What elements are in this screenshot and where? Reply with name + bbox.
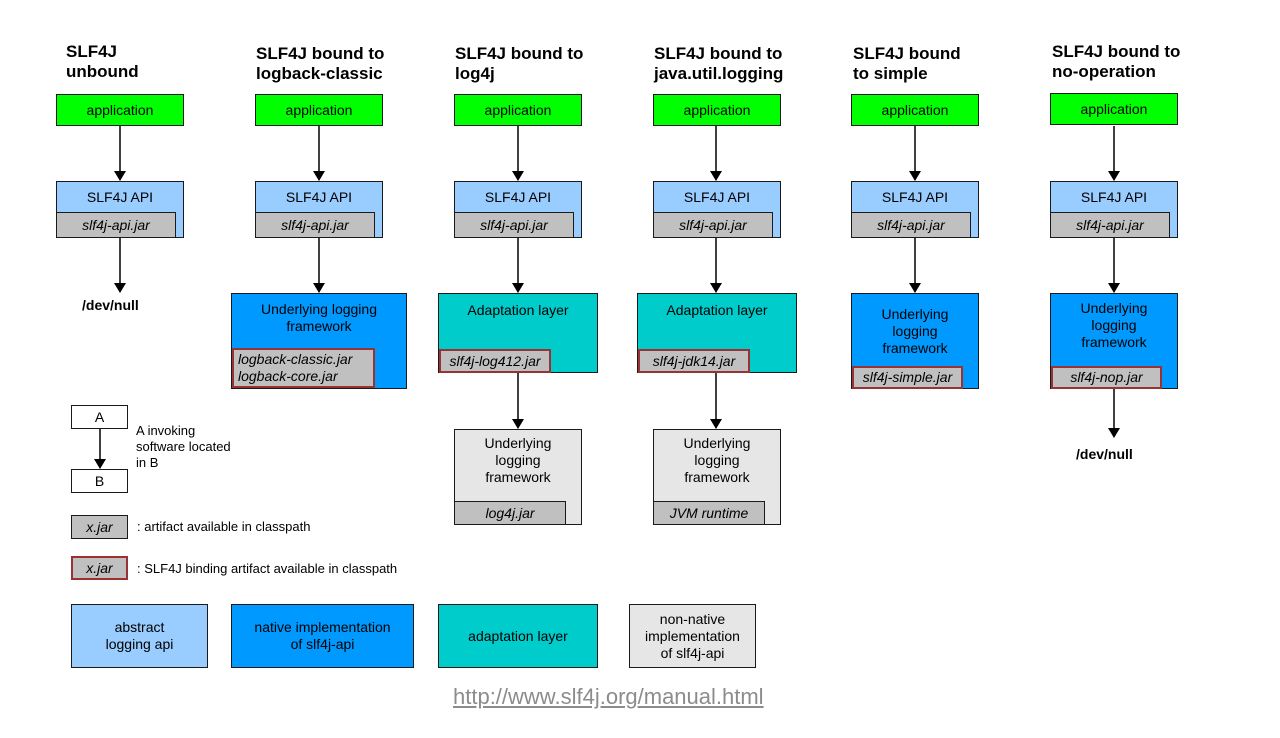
column-title-log4j: SLF4J bound to log4j [455,44,584,83]
application-box: application [1050,93,1178,125]
manual-url-link[interactable]: http://www.slf4j.org/manual.html [453,684,764,709]
underlying-framework-box: Underlying logging framework log4j.jar [454,429,582,525]
legend-non-native-impl: non-native implementation of slf4j-api [629,604,756,668]
application-box: application [56,94,184,126]
column-title-unbound: SLF4J unbound [66,42,139,81]
underlying-framework-box: Underlying logging framework slf4j-simpl… [851,293,979,389]
slf4j-api-label: SLF4J API [1080,189,1148,205]
slf4j-api-jar: slf4j-api.jar [454,212,574,238]
slf4j-api-box: SLF4J API slf4j-api.jar [1050,181,1178,238]
adaptation-layer-box: Adaptation layer slf4j-log412.jar [438,293,598,373]
adaptation-layer-box: Adaptation layer slf4j-jdk14.jar [637,293,797,373]
slf4j-simple-jar: slf4j-simple.jar [852,366,963,389]
slf4j-api-label: SLF4J API [881,189,949,205]
legend-binding-sample: x.jar [71,556,128,580]
slf4j-api-box: SLF4J API slf4j-api.jar [255,181,383,238]
slf4j-api-box: SLF4J API slf4j-api.jar [653,181,781,238]
adaptation-label: Adaptation layer [666,302,768,318]
slf4j-nop-jar: slf4j-nop.jar [1051,366,1162,389]
legend-native-impl: native implementation of slf4j-api [231,604,414,668]
slf4j-api-box: SLF4J API slf4j-api.jar [851,181,979,238]
legend-binding-text: : SLF4J binding artifact available in cl… [137,561,398,576]
slf4j-api-jar: slf4j-api.jar [1050,212,1170,238]
slf4j-api-label: SLF4J API [285,189,353,205]
logback-jar: logback-classic.jar logback-core.jar [232,348,375,388]
application-box: application [851,94,979,126]
dev-null-label: /dev/null [82,297,139,313]
legend-invoke-text: A invoking software located in B [136,423,231,470]
adaptation-label: Adaptation layer [467,302,569,318]
slf4j-api-box: SLF4J API slf4j-api.jar [56,181,184,238]
application-box: application [454,94,582,126]
legend-box-a: A [71,405,128,429]
framework-label: Underlying logging framework [484,435,552,485]
column-title-jul: SLF4J bound to java.util.logging [654,44,784,83]
underlying-framework-box: Underlying logging framework JVM runtime [653,429,781,525]
slf4j-api-jar: slf4j-api.jar [851,212,971,238]
jvm-runtime-jar: JVM runtime [653,501,765,525]
framework-label: Underlying logging framework [683,435,751,485]
slf4j-api-label: SLF4J API [683,189,751,205]
column-title-logback: SLF4J bound to logback-classic [256,44,385,83]
legend-jar-sample: x.jar [71,515,128,539]
framework-label: Underlying logging framework [1080,300,1148,350]
slf4j-api-label: SLF4J API [484,189,552,205]
slf4j-api-jar: slf4j-api.jar [255,212,375,238]
legend-adaptation-layer: adaptation layer [438,604,598,668]
slf4j-log4j-jar: slf4j-log412.jar [439,349,551,373]
legend-box-b: B [71,469,128,493]
slf4j-api-box: SLF4J API slf4j-api.jar [454,181,582,238]
slf4j-api-jar: slf4j-api.jar [56,212,176,238]
legend-artifact-text: : artifact available in classpath [137,519,311,534]
column-title-nop: SLF4J bound to no-operation [1052,42,1181,81]
slf4j-api-label: SLF4J API [86,189,154,205]
underlying-framework-box: Underlying logging framework slf4j-nop.j… [1050,293,1178,389]
application-box: application [255,94,383,126]
application-box: application [653,94,781,126]
framework-label: Underlying logging framework [261,301,377,334]
framework-label: Underlying logging framework [881,306,949,356]
log4j-jar: log4j.jar [454,501,566,525]
underlying-framework-box: Underlying logging framework logback-cla… [231,293,407,389]
dev-null-label: /dev/null [1076,446,1133,462]
slf4j-api-jar: slf4j-api.jar [653,212,773,238]
column-title-simple: SLF4J bound to simple [853,44,961,83]
slf4j-jdk14-jar: slf4j-jdk14.jar [638,349,750,373]
legend-abstract-api: abstract logging api [71,604,208,668]
